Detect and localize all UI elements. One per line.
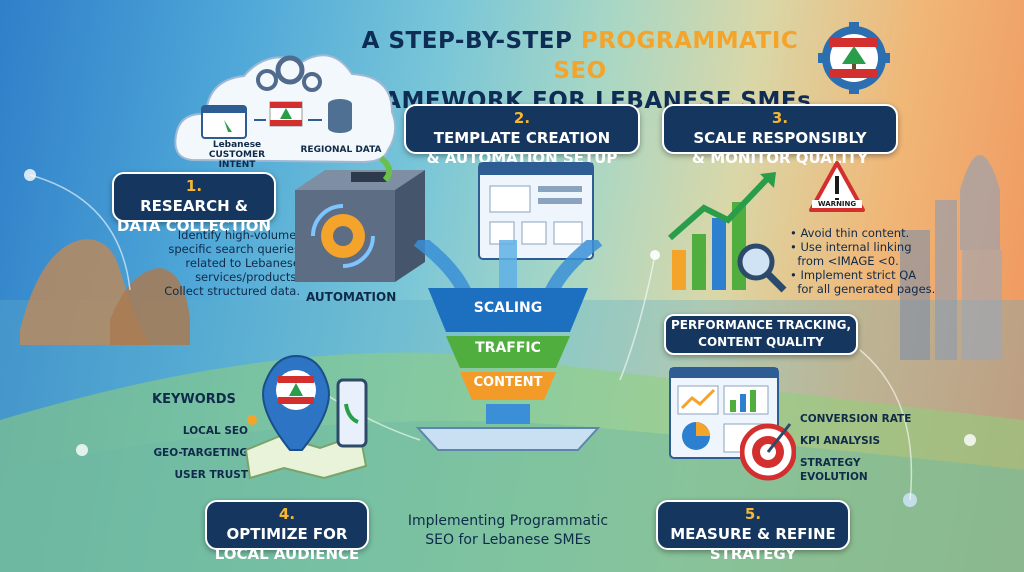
keywords-list: LOCAL SEO GEO-TARGETING USER TRUST — [140, 420, 248, 486]
metric-item: CONVERSION RATE — [800, 413, 912, 425]
data-cloud-icon — [174, 54, 397, 164]
template-window-icon — [478, 162, 594, 260]
automation-machine-icon — [295, 155, 425, 282]
title-line1: A STEP-BY-STEP — [361, 28, 581, 54]
center-caption: Implementing Programmatic SEO for Lebane… — [407, 513, 609, 548]
keyword-item: USER TRUST — [174, 469, 249, 481]
step1-description: Identify high-volume, specific search qu… — [164, 228, 300, 298]
smartphone-icon — [336, 378, 368, 448]
metrics-list: CONVERSION RATE KPI ANALYSIS STRATEGY EV… — [800, 408, 911, 484]
title-highlight: PROGRAMMATIC SEO — [553, 28, 799, 84]
cloud-label-regional-data: REGIONAL DATA — [300, 145, 382, 155]
funnel-label-scaling: SCALING — [473, 300, 543, 316]
funnel-label-traffic: TRAFFIC — [475, 340, 541, 356]
seo-funnel-icon — [413, 240, 603, 451]
metric-item: KPI ANALYSIS — [800, 435, 881, 447]
lebanon-gear-emblem-icon — [818, 22, 890, 94]
metric-item: EVOLUTION — [800, 471, 868, 483]
step1-heading: 1. RESEARCH & DATA COLLECTION — [112, 172, 276, 235]
automation-label: AUTOMATION — [306, 290, 397, 304]
step4-heading: 4. OPTIMIZE FOR LOCAL AUDIENCE — [205, 500, 369, 563]
performance-tracking-box: PERFORMANCE TRACKING, CONTENT QUALITY — [664, 314, 858, 355]
step5-heading: 5. MEASURE & REFINE STRATEGY — [656, 500, 850, 563]
keyword-item: GEO-TARGETING — [153, 447, 248, 459]
step2-heading: 2. TEMPLATE CREATION & AUTOMATION SETUP — [404, 104, 640, 167]
growth-chart-icon — [668, 172, 787, 293]
warning-label: WARNING — [812, 200, 862, 208]
keyword-item: LOCAL SEO — [182, 425, 248, 437]
keywords-heading: KEYWORDS — [152, 392, 236, 407]
funnel-label-content: CONTENT — [473, 375, 543, 390]
metric-item: STRATEGY — [800, 457, 861, 469]
target-icon — [740, 423, 796, 481]
cloud-label-customer-intent: Lebanese CUSTOMER INTENT — [208, 140, 266, 170]
step3-heading: 3. SCALE RESPONSIBLY & MONITOR QUALITY — [662, 104, 898, 167]
step3-bullets: • Avoid thin content. • Use internal lin… — [790, 226, 936, 296]
local-map-pin-icon — [244, 354, 368, 480]
page-title: A STEP-BY-STEP PROGRAMMATIC SEO FRAMEWOR… — [340, 26, 820, 116]
